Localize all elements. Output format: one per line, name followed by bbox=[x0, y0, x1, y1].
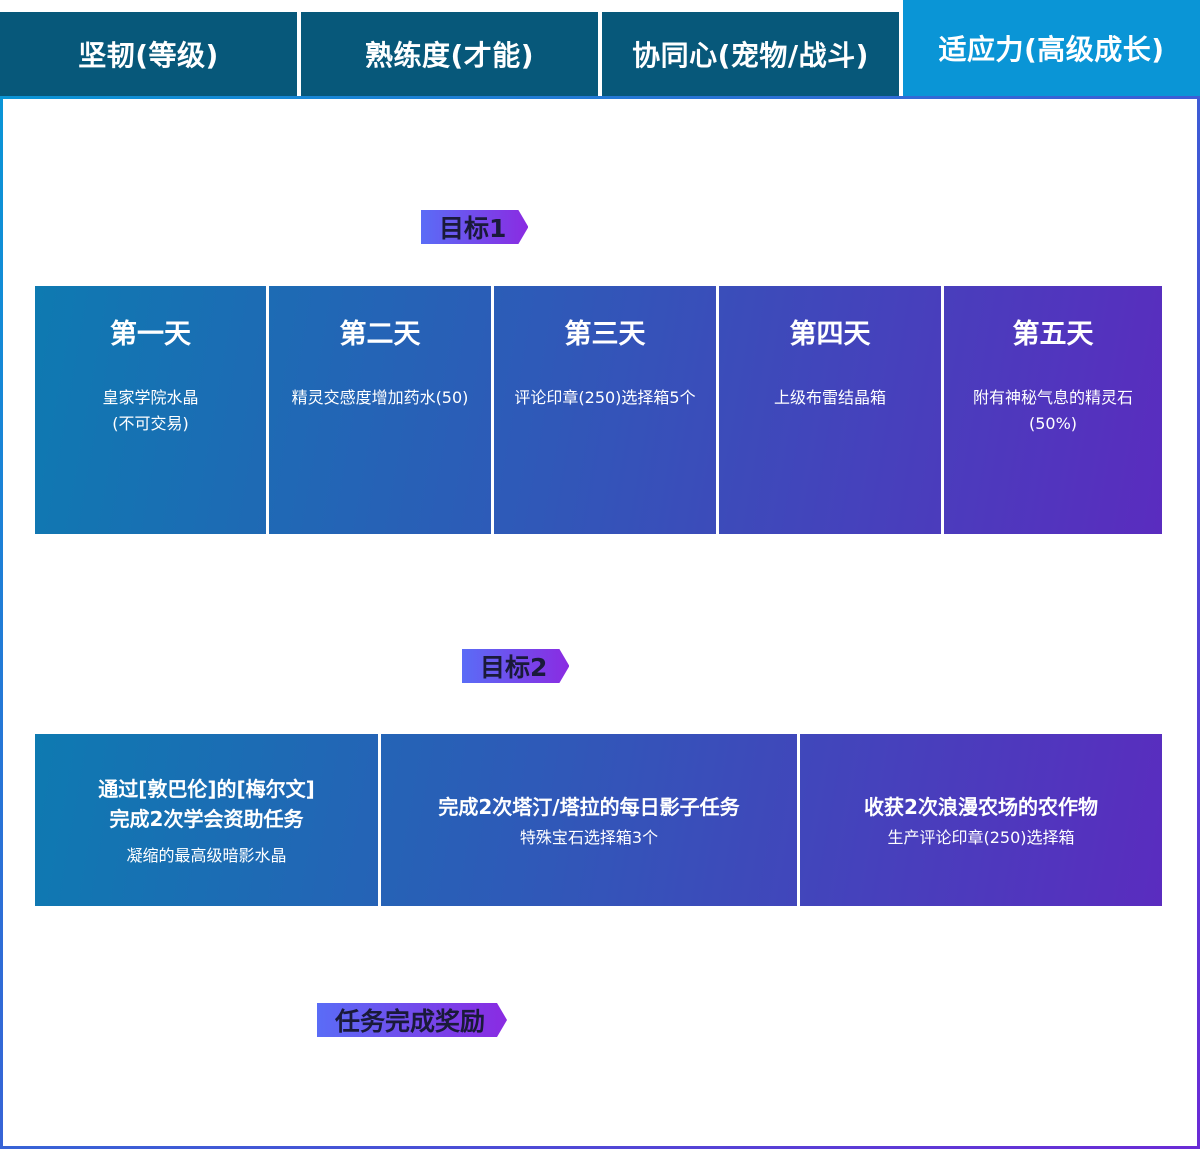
tab-toughness[interactable]: 坚韧(等级) bbox=[0, 12, 297, 96]
day-reward-line2: (50%) bbox=[1028, 414, 1078, 433]
task-title-line2: 完成2次学会资助任务 bbox=[109, 807, 304, 831]
day-title: 第三天 bbox=[564, 319, 646, 350]
day-reward-line1: 附有神秘气息的精灵石 bbox=[972, 388, 1133, 407]
day-card-5: 第五天 附有神秘气息的精灵石 (50%) bbox=[944, 286, 1162, 534]
day-card-4: 第四天 上级布雷结晶箱 bbox=[719, 286, 944, 534]
task-card-1: 通过[敦巴伦]的[梅尔文] 完成2次学会资助任务 凝缩的最高级暗影水晶 bbox=[35, 734, 381, 906]
day-card-2: 第二天 精灵交感度增加药水(50) bbox=[269, 286, 494, 534]
day-reward-line1: 上级布雷结晶箱 bbox=[773, 388, 886, 407]
goal1-day-strip: 第一天 皇家学院水晶 (不可交易) 第二天 精灵交感度增加药水(50) 第三天 … bbox=[35, 286, 1162, 534]
task-title-line1: 完成2次塔汀/塔拉的每日影子任务 bbox=[438, 795, 740, 819]
day-title: 第一天 bbox=[110, 319, 191, 350]
day-reward: 精灵交感度增加药水(50) bbox=[269, 385, 491, 411]
day-reward: 评论印章(250)选择箱5个 bbox=[494, 385, 716, 411]
day-reward-line1: 皇家学院水晶 bbox=[102, 388, 199, 407]
day-reward: 皇家学院水晶 (不可交易) bbox=[35, 385, 266, 437]
completion-reward-badge: 任务完成奖励 bbox=[317, 1003, 507, 1037]
content-frame bbox=[0, 96, 1200, 1149]
day-reward-line1: 精灵交感度增加药水(50) bbox=[291, 388, 469, 407]
day-reward-line2: (不可交易) bbox=[112, 414, 189, 433]
day-card-1: 第一天 皇家学院水晶 (不可交易) bbox=[35, 286, 269, 534]
day-title: 第二天 bbox=[339, 319, 421, 350]
task-card-2: 完成2次塔汀/塔拉的每日影子任务 特殊宝石选择箱3个 bbox=[381, 734, 800, 906]
tab-adaptability[interactable]: 适应力(高级成长) bbox=[903, 0, 1200, 96]
task-reward: 特殊宝石选择箱3个 bbox=[519, 828, 659, 847]
task-reward: 凝缩的最高级暗影水晶 bbox=[126, 846, 287, 865]
goal2-task-strip: 通过[敦巴伦]的[梅尔文] 完成2次学会资助任务 凝缩的最高级暗影水晶 完成2次… bbox=[35, 734, 1162, 906]
day-title: 第四天 bbox=[789, 319, 871, 350]
task-card-3: 收获2次浪漫农场的农作物 生产评论印章(250)选择箱 bbox=[800, 734, 1162, 906]
goal1-badge: 目标1 bbox=[421, 210, 528, 244]
day-title: 第五天 bbox=[1012, 319, 1094, 350]
day-reward: 附有神秘气息的精灵石 (50%) bbox=[944, 385, 1162, 437]
day-reward: 上级布雷结晶箱 bbox=[719, 385, 941, 411]
tab-synergy[interactable]: 协同心(宠物/战斗) bbox=[602, 12, 899, 96]
day-card-3: 第三天 评论印章(250)选择箱5个 bbox=[494, 286, 719, 534]
task-reward: 生产评论印章(250)选择箱 bbox=[887, 828, 1075, 847]
day-reward-line1: 评论印章(250)选择箱5个 bbox=[514, 388, 696, 407]
tab-proficiency[interactable]: 熟练度(才能) bbox=[301, 12, 598, 96]
goal2-badge: 目标2 bbox=[462, 649, 569, 683]
tab-bar: 坚韧(等级) 熟练度(才能) 协同心(宠物/战斗) 适应力(高级成长) bbox=[0, 0, 1200, 96]
task-title-line1: 收获2次浪漫农场的农作物 bbox=[864, 795, 1098, 819]
task-title-line1: 通过[敦巴伦]的[梅尔文] bbox=[98, 777, 315, 801]
